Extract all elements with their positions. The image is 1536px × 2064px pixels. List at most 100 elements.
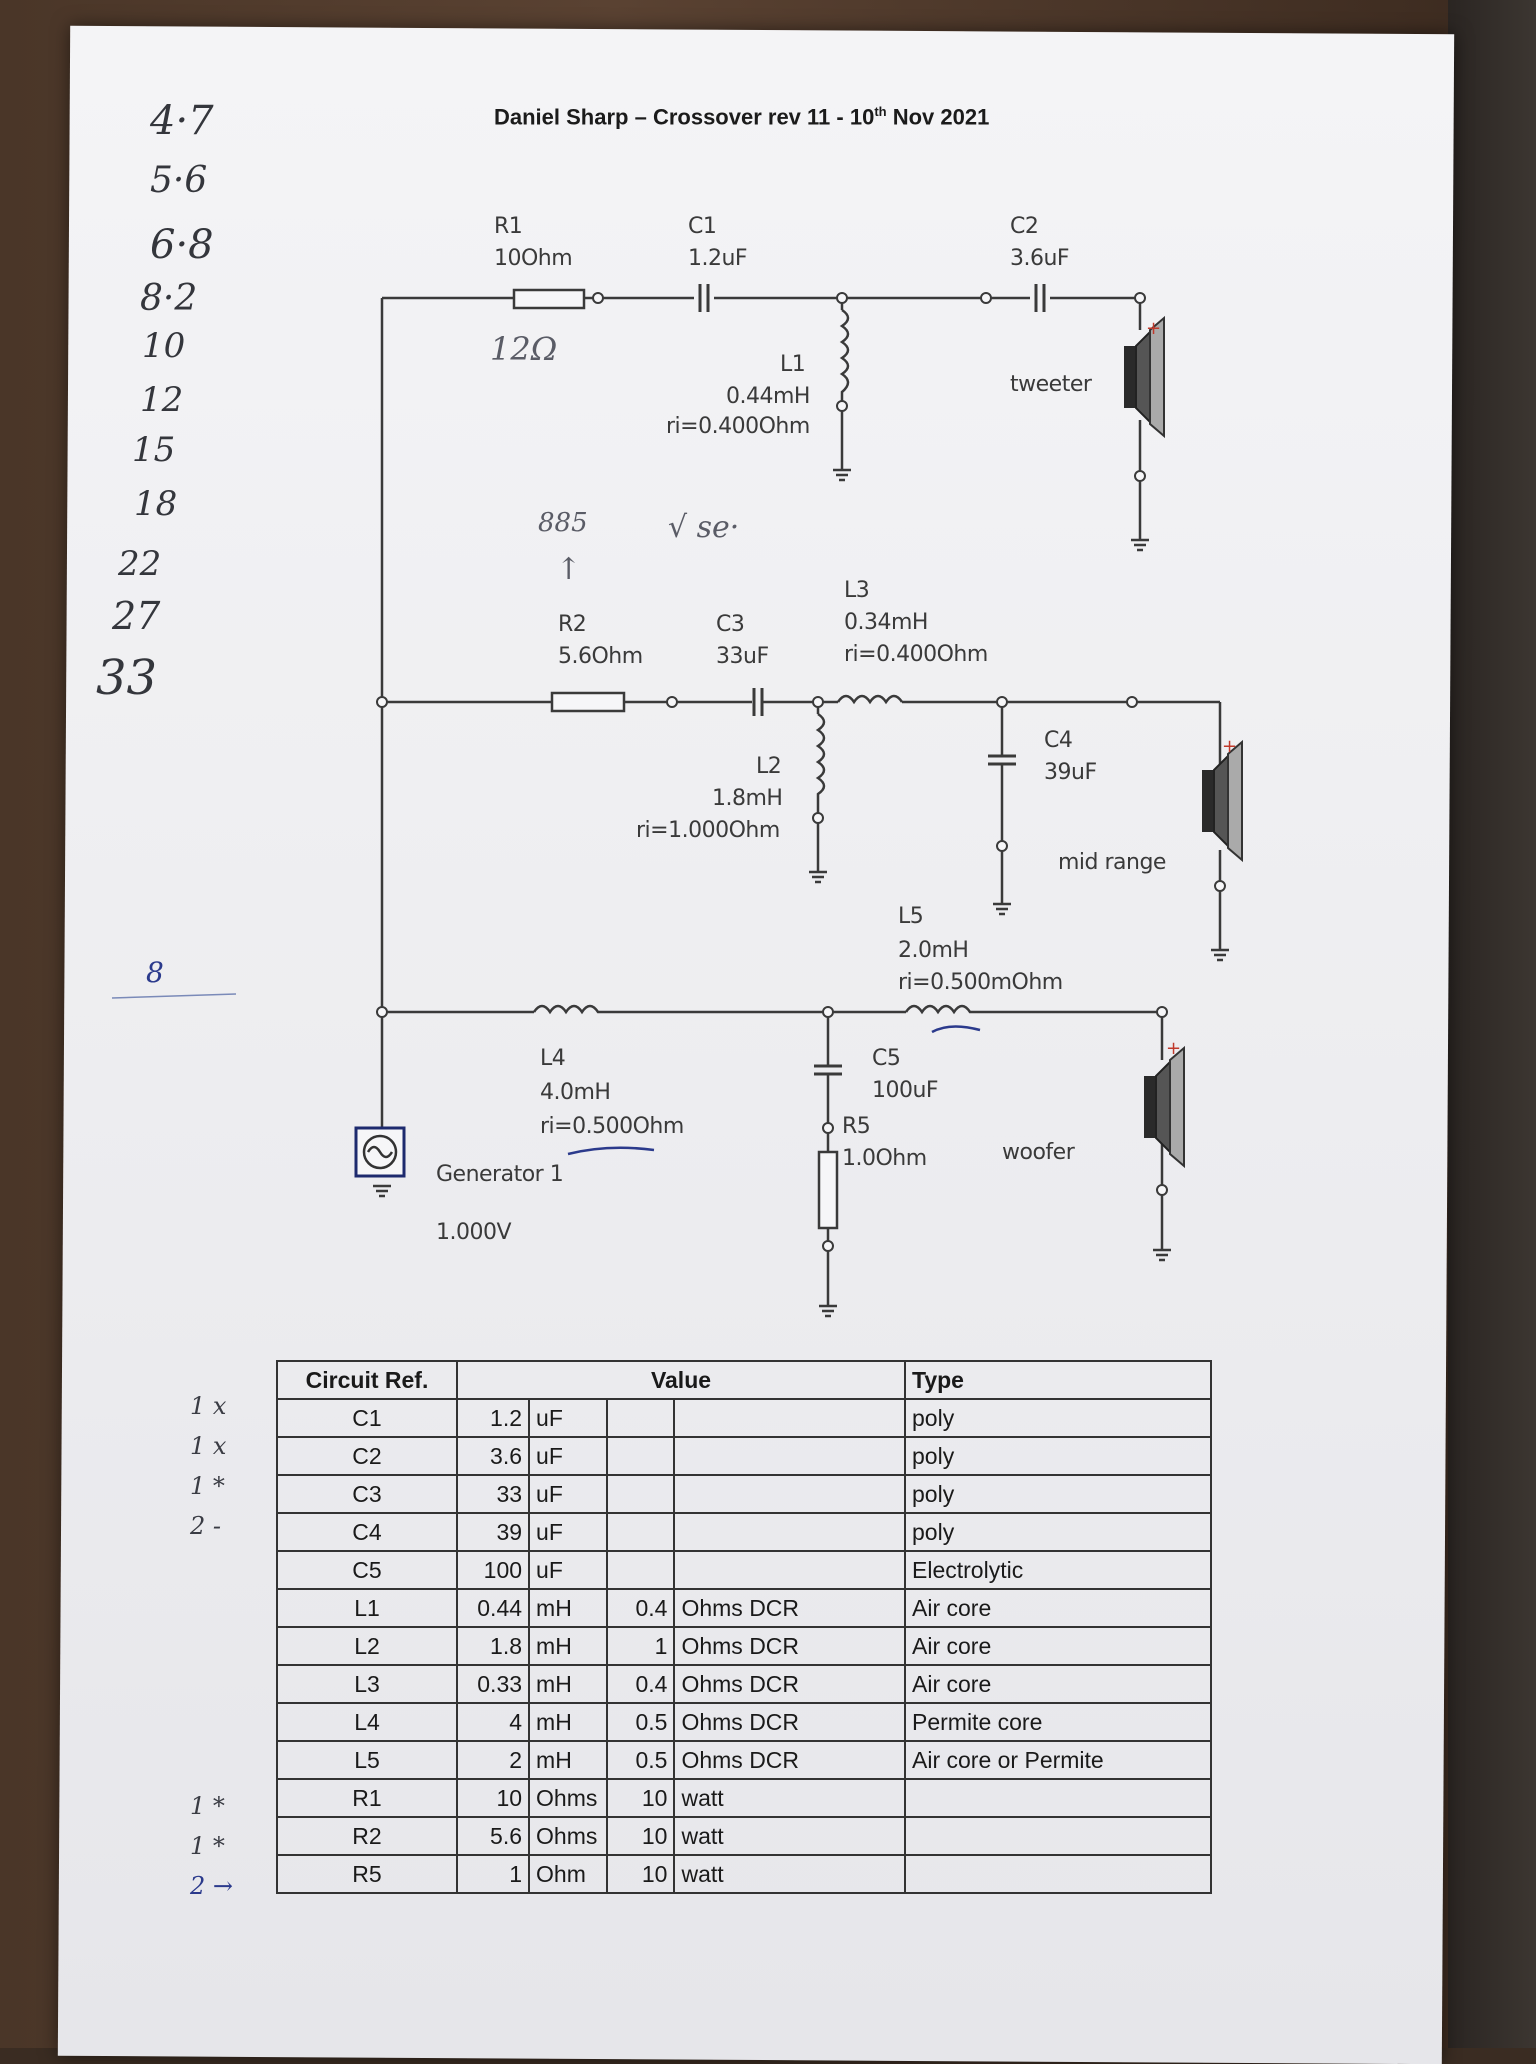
cell-value-2: 0.5 (605, 1702, 676, 1742)
cell-type: Air core (904, 1588, 1212, 1628)
svg-text:+: + (1166, 1038, 1181, 1059)
cell-circuit-ref: C3 (276, 1474, 458, 1514)
cell-value: 2 (455, 1740, 531, 1780)
page-title: Daniel Sharp – Crossover rev 11 - 10th N… (494, 104, 990, 130)
l2-ref: L2 (756, 754, 782, 779)
cell-value: 0.33 (455, 1664, 531, 1704)
cell-value-2 (605, 1512, 676, 1552)
cell-unit: uF (528, 1512, 608, 1552)
cell-value: 33 (455, 1474, 531, 1514)
cell-type: Permite core (904, 1702, 1212, 1742)
margin-note: 8·2 (140, 278, 198, 319)
c4-value: 39uF (1044, 760, 1097, 785)
cell-unit: uF (528, 1436, 608, 1476)
cell-circuit-ref: C1 (276, 1398, 458, 1438)
cell-unit-2 (673, 1398, 906, 1438)
c3-value: 33uF (716, 644, 769, 669)
l4-ref: L4 (540, 1046, 566, 1071)
midrange-label: mid range (1058, 850, 1166, 875)
c4-ref: C4 (1044, 728, 1073, 753)
row-mark: 2 - (190, 1512, 222, 1540)
cell-type (904, 1854, 1212, 1894)
cell-unit-2: watt (673, 1778, 906, 1818)
cell-circuit-ref: L3 (276, 1664, 458, 1704)
cell-unit-2: Ohms DCR (673, 1664, 906, 1704)
cell-circuit-ref: R2 (276, 1816, 458, 1856)
c3-handnote: √ se· (668, 510, 740, 545)
cell-unit-2: watt (673, 1816, 906, 1856)
row-mark (190, 1632, 233, 1672)
cell-value-2: 0.4 (605, 1588, 676, 1628)
l1-ref: L1 (780, 352, 806, 377)
l2-value: 1.8mH (712, 786, 783, 811)
r2-handnote: 885 (538, 508, 588, 538)
margin-note: 18 (134, 484, 178, 524)
midrange-speaker-icon: + (1202, 736, 1243, 863)
margin-note: 12 (140, 380, 184, 420)
cell-type: Air core (904, 1664, 1212, 1704)
cell-value-2 (605, 1398, 676, 1438)
l5-ref: L5 (898, 904, 924, 929)
row-mark: 2 → (190, 1872, 234, 1900)
svg-text:+: + (1222, 736, 1237, 757)
l3-value: 0.34mH (844, 610, 928, 635)
cell-unit: mH (528, 1702, 608, 1742)
cell-value: 10 (455, 1778, 531, 1818)
margin-note: 5·6 (150, 160, 208, 201)
cell-value: 5.6 (455, 1816, 531, 1856)
cell-unit: Ohm (528, 1854, 608, 1894)
header-circuit-ref: Circuit Ref. (276, 1360, 458, 1400)
up-arrow-icon: ↑ (556, 552, 582, 587)
table-margin-marks: 1 x 1 x 1 * 2 - 1 * 1 * 2 → (190, 1392, 233, 1912)
c5-value: 100uF (872, 1078, 939, 1103)
cell-unit-2 (673, 1550, 906, 1590)
margin-note: 4·7 (150, 98, 214, 144)
row-mark (190, 1752, 233, 1792)
tweeter-speaker-icon: + (1124, 315, 1165, 439)
cell-unit-2 (673, 1436, 906, 1476)
cell-unit-2: Ohms DCR (673, 1702, 906, 1742)
l3-ref: L3 (844, 578, 870, 603)
r2-value: 5.6Ohm (558, 644, 643, 669)
l1-value: 0.44mH (726, 384, 810, 409)
c5-ref: C5 (872, 1046, 901, 1071)
cell-unit: uF (528, 1550, 608, 1590)
desk-edge (1448, 0, 1536, 2048)
cell-circuit-ref: L2 (276, 1626, 458, 1666)
tweeter-label: tweeter (1010, 372, 1092, 397)
c1-ref: C1 (688, 214, 717, 239)
c2-value: 3.6uF (1010, 246, 1070, 271)
r2-ref: R2 (558, 612, 587, 637)
l5-value: 2.0mH (898, 938, 969, 963)
cell-unit: Ohms (528, 1816, 608, 1856)
generator-name: Generator 1 (436, 1162, 564, 1187)
cell-unit-2 (673, 1512, 906, 1552)
r1-value: 10Ohm (494, 246, 573, 271)
cell-unit: mH (528, 1626, 608, 1666)
row-mark: 1 x (190, 1392, 227, 1420)
r5-value: 1.0Ohm (842, 1146, 927, 1171)
cell-unit: uF (528, 1474, 608, 1514)
cell-value: 4 (455, 1702, 531, 1742)
cell-value-2 (605, 1436, 676, 1476)
cell-circuit-ref: L4 (276, 1702, 458, 1742)
cell-value: 1 (455, 1854, 531, 1894)
cell-unit: uF (528, 1398, 608, 1438)
row-mark (190, 1592, 233, 1632)
cell-unit-2 (673, 1474, 906, 1514)
svg-text:+: + (1146, 318, 1161, 339)
cell-unit-2: Ohms DCR (673, 1740, 906, 1780)
cell-type: poly (904, 1436, 1212, 1476)
cell-type: Air core (904, 1626, 1212, 1666)
generator-icon (354, 1126, 406, 1178)
cell-value-2: 1 (605, 1626, 676, 1666)
cell-circuit-ref: C4 (276, 1512, 458, 1552)
cell-circuit-ref: C5 (276, 1550, 458, 1590)
